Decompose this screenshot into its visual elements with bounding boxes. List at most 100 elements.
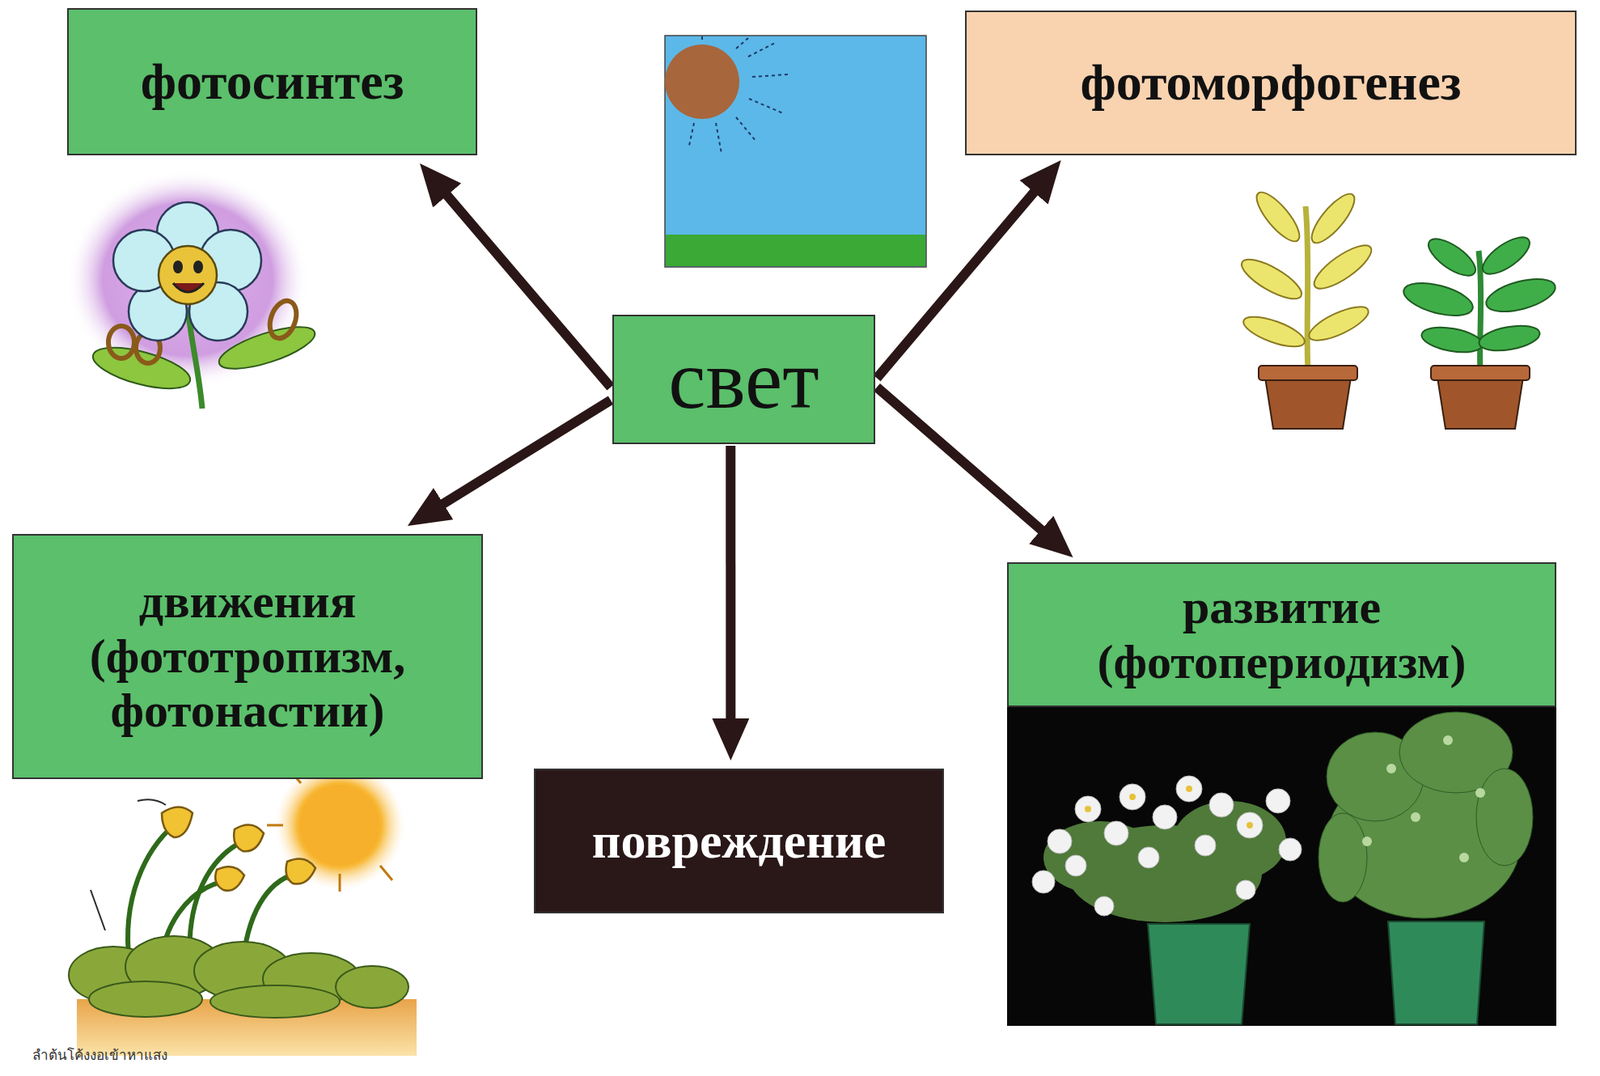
phototropism-picture-part-part xyxy=(215,866,245,891)
photoperiodism-photo-part-part xyxy=(1065,855,1087,877)
photoperiodism-photo-part-part xyxy=(1185,785,1193,792)
seedlings-picture-part-part xyxy=(1250,186,1307,248)
phototropism-picture-part-part xyxy=(210,985,340,1018)
sky-picture-part-part xyxy=(715,122,722,154)
phototropism-picture-part-part xyxy=(335,965,409,1008)
photoperiodism-photo-part-part xyxy=(1138,846,1160,868)
photosynthesis-flower-part xyxy=(113,202,262,341)
photoperiodism-photo-part-part xyxy=(1235,880,1256,900)
seedlings-picture-part-part xyxy=(1419,323,1485,357)
photoperiodism-photo-part xyxy=(1007,706,1557,1026)
photoperiodism-photo-part-part xyxy=(1129,793,1136,800)
seedlings-picture xyxy=(1236,186,1559,429)
seedlings-picture-part-part xyxy=(1422,232,1482,283)
sky-picture-part-part xyxy=(752,74,789,77)
photoperiodism-photo-part-part xyxy=(1075,795,1101,822)
photoperiodism-photo xyxy=(1007,706,1557,1026)
photosynthesis-flower-part xyxy=(88,339,195,398)
photoperiodism-photo-part-part xyxy=(1209,792,1234,817)
phototropism-picture xyxy=(68,760,417,1056)
seedlings-picture-part xyxy=(1478,250,1482,373)
arrow-connector xyxy=(436,400,611,508)
phototropism-picture-part-part xyxy=(380,865,393,881)
photoperiodism-photo-part-part xyxy=(1476,768,1533,866)
process-box: фотосинтез xyxy=(67,8,478,156)
phototropism-picture-part xyxy=(275,760,405,890)
seedlings-picture-part-part xyxy=(1236,252,1308,306)
photoperiodism-photo-part-part xyxy=(1386,763,1397,774)
photoperiodism-photo-part-part xyxy=(1265,788,1291,813)
process-box: повреждение xyxy=(533,768,944,914)
photosynthesis-flower xyxy=(66,169,320,409)
sky-picture-part xyxy=(664,35,927,267)
node-label: фотоморфогенез xyxy=(1079,53,1461,112)
node-label: свет xyxy=(668,331,819,428)
photoperiodism-photo-part-part xyxy=(1318,812,1368,902)
photoperiodism-photo-part-part xyxy=(1246,821,1253,829)
photoperiodism-photo-part xyxy=(1362,735,1486,863)
photoperiodism-photo-part-part xyxy=(1443,735,1453,745)
photoperiodism-photo-part-part xyxy=(1094,896,1114,916)
seedlings-picture-part-part xyxy=(1400,276,1477,322)
photosynthesis-flower-part xyxy=(158,245,217,305)
photoperiodism-photo-part xyxy=(1084,785,1253,829)
photoperiodism-photo-part-part xyxy=(1119,783,1146,810)
phototropism-picture-part xyxy=(299,784,381,866)
photoperiodism-photo-part-part xyxy=(1362,836,1372,847)
seedlings-picture-part xyxy=(1258,365,1358,381)
seedlings-picture-part xyxy=(1305,206,1308,373)
seedlings-picture-part-part xyxy=(1305,188,1362,250)
photoperiodism-photo-part-part xyxy=(1459,852,1469,863)
photoperiodism-photo-part-part xyxy=(1152,804,1177,830)
photoperiodism-photo-part xyxy=(1147,923,1250,1025)
sky-picture-part-part xyxy=(736,38,749,49)
picture-caption: ลำต้นโค้งงอเข้าหาแสง xyxy=(32,1043,168,1066)
sky-picture-part-part xyxy=(749,98,784,114)
photosynthesis-flower-part xyxy=(265,296,302,342)
sky-picture-part-part xyxy=(736,117,757,142)
phototropism-picture-part xyxy=(68,935,409,1018)
node-label: движения (фототропизм, фотонастии) xyxy=(28,574,467,739)
photoperiodism-photo-part-part xyxy=(1104,821,1129,846)
node-label: развитие (фотопериодизм) xyxy=(1023,579,1541,690)
sky-picture-part xyxy=(665,234,926,267)
sky-picture-part-part xyxy=(701,36,703,41)
photoperiodism-photo-part-part xyxy=(1278,838,1302,861)
phototropism-picture-part-part xyxy=(266,824,284,827)
photoperiodism-photo-part-part xyxy=(1475,787,1486,798)
phototropism-picture-part-part xyxy=(161,807,193,839)
process-box: фотоморфогенез xyxy=(965,10,1577,156)
sky-picture-part-part xyxy=(689,122,695,146)
phototropism-picture-part-part xyxy=(286,858,316,884)
seedlings-picture-part-part xyxy=(1304,300,1372,347)
arrow-connector xyxy=(441,189,611,388)
phototropism-picture-part xyxy=(137,799,166,805)
photoperiodism-photo-part-part xyxy=(1176,775,1203,802)
phototropism-picture-part-part xyxy=(338,873,342,892)
phototropism-picture-part xyxy=(266,770,393,892)
photoperiodism-photo-part-part xyxy=(1410,812,1421,822)
photosynthesis-flower-part xyxy=(193,260,204,274)
process-box: развитие (фотопериодизм) xyxy=(1007,562,1557,707)
seedlings-picture-part-part xyxy=(1482,272,1559,318)
photosynthesis-flower-part xyxy=(173,283,204,293)
seedlings-picture-part xyxy=(1236,186,1378,353)
arrow-connector xyxy=(876,387,1048,536)
sky-picture-part xyxy=(664,44,740,119)
node-label: фотосинтез xyxy=(140,52,405,111)
photosynthesis-flower-part xyxy=(108,325,135,359)
phototropism-picture-part xyxy=(161,807,316,891)
arrow-connector xyxy=(725,445,736,727)
seedlings-picture-part xyxy=(1430,365,1530,381)
photoperiodism-photo-part xyxy=(1318,711,1533,919)
seedlings-picture-part-part xyxy=(1308,237,1378,296)
seedlings-picture-part-part xyxy=(1477,321,1542,356)
phototropism-picture-part xyxy=(90,889,106,931)
seedlings-picture-part-part xyxy=(1240,310,1308,353)
arrow-connector xyxy=(876,186,1040,378)
photoperiodism-photo-part-part xyxy=(1194,834,1216,856)
photoperiodism-photo-part xyxy=(1388,921,1485,1025)
center-box: свет xyxy=(612,314,876,445)
sky-picture-part-part xyxy=(748,42,777,57)
photoperiodism-photo-part-part xyxy=(1032,870,1055,894)
